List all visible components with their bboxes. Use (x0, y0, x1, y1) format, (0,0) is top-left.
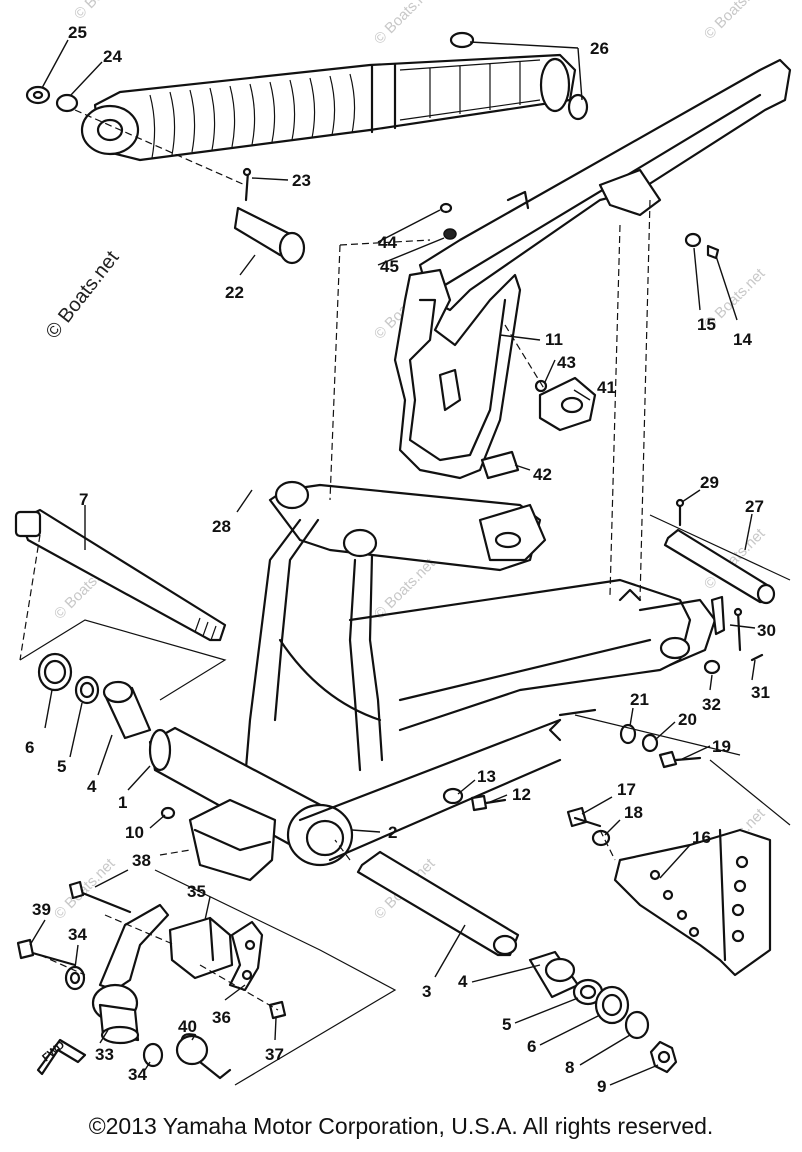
part-label-3: 3 (422, 982, 431, 1001)
part-label-45: 45 (380, 257, 399, 276)
part-label-1: 1 (118, 793, 127, 812)
rear-axle-set (619, 498, 776, 769)
part-label-34b: 34 (128, 1065, 147, 1084)
brake-pedal-assembly (16, 880, 287, 1080)
part-label-23: 23 (292, 171, 311, 190)
part-label-9: 9 (597, 1077, 606, 1096)
part-label-5b: 5 (502, 1015, 511, 1034)
shock-hardware (25, 31, 589, 265)
part-label-19: 19 (712, 737, 731, 756)
part-label-37: 37 (265, 1045, 284, 1064)
part-label-11: 11 (545, 330, 563, 349)
part-label-5: 5 (57, 757, 66, 776)
part-label-8: 8 (565, 1058, 574, 1077)
part-label-17: 17 (617, 780, 636, 799)
part-labels: 25 24 26 23 22 44 45 11 43 41 42 15 14 2… (25, 23, 776, 1096)
part-label-16: 16 (692, 828, 711, 847)
part-label-24: 24 (103, 47, 122, 66)
part-label-36: 36 (212, 1008, 231, 1027)
part-label-44: 44 (378, 233, 397, 252)
bolt-set-12-13 (442, 787, 507, 812)
reference-lines (19, 109, 791, 1086)
swingarm-frame (148, 480, 717, 882)
part-label-18: 18 (624, 803, 643, 822)
part-label-31: 31 (751, 683, 770, 702)
part-label-43: 43 (557, 353, 576, 372)
part-label-25: 25 (68, 23, 87, 42)
pivot-shaft-set (14, 508, 227, 740)
part-label-34: 34 (68, 925, 87, 944)
boats-net-watermark: © Boats.net (42, 247, 124, 343)
part-label-6: 6 (25, 738, 34, 757)
watermark: © Boats.net (71, 0, 139, 23)
part-label-2: 2 (388, 823, 397, 842)
copyright-notice: ©2013 Yamaha Motor Corporation, U.S.A. A… (88, 1113, 714, 1139)
part-label-35: 35 (187, 882, 206, 901)
side-plate (393, 268, 597, 480)
part-label-32: 32 (702, 695, 721, 714)
part-label-40: 40 (178, 1017, 197, 1036)
footrest-bracket (566, 806, 772, 977)
part-label-4: 4 (87, 777, 97, 796)
part-label-27: 27 (745, 497, 764, 516)
part-label-20: 20 (678, 710, 697, 729)
part-label-29: 29 (700, 473, 719, 492)
part-label-14: 14 (733, 330, 752, 349)
part-label-41: 41 (597, 378, 616, 397)
part-label-13: 13 (477, 767, 496, 786)
leader-lines (29, 39, 756, 1086)
pivot-axle-set (356, 850, 678, 1074)
part-label-10: 10 (125, 823, 144, 842)
part-label-39: 39 (32, 900, 51, 919)
part-label-7: 7 (79, 490, 88, 509)
watermark: © Boats.net (701, 0, 769, 43)
part-label-38: 38 (132, 851, 151, 870)
part-label-22: 22 (225, 283, 244, 302)
part-label-26: 26 (590, 39, 609, 58)
watermark: © Boats.net (371, 0, 439, 48)
rear-shock-absorber (80, 53, 577, 162)
watermark: © Boats.net (51, 855, 119, 923)
part-label-15: 15 (697, 315, 716, 334)
part-label-30: 30 (757, 621, 776, 640)
part-label-21: 21 (630, 690, 649, 709)
part-label-6b: 6 (527, 1037, 536, 1056)
part-label-33: 33 (95, 1045, 114, 1064)
part-label-42: 42 (533, 465, 552, 484)
part-label-28: 28 (212, 517, 231, 536)
part-label-4b: 4 (458, 972, 468, 991)
part-label-12: 12 (512, 785, 531, 804)
